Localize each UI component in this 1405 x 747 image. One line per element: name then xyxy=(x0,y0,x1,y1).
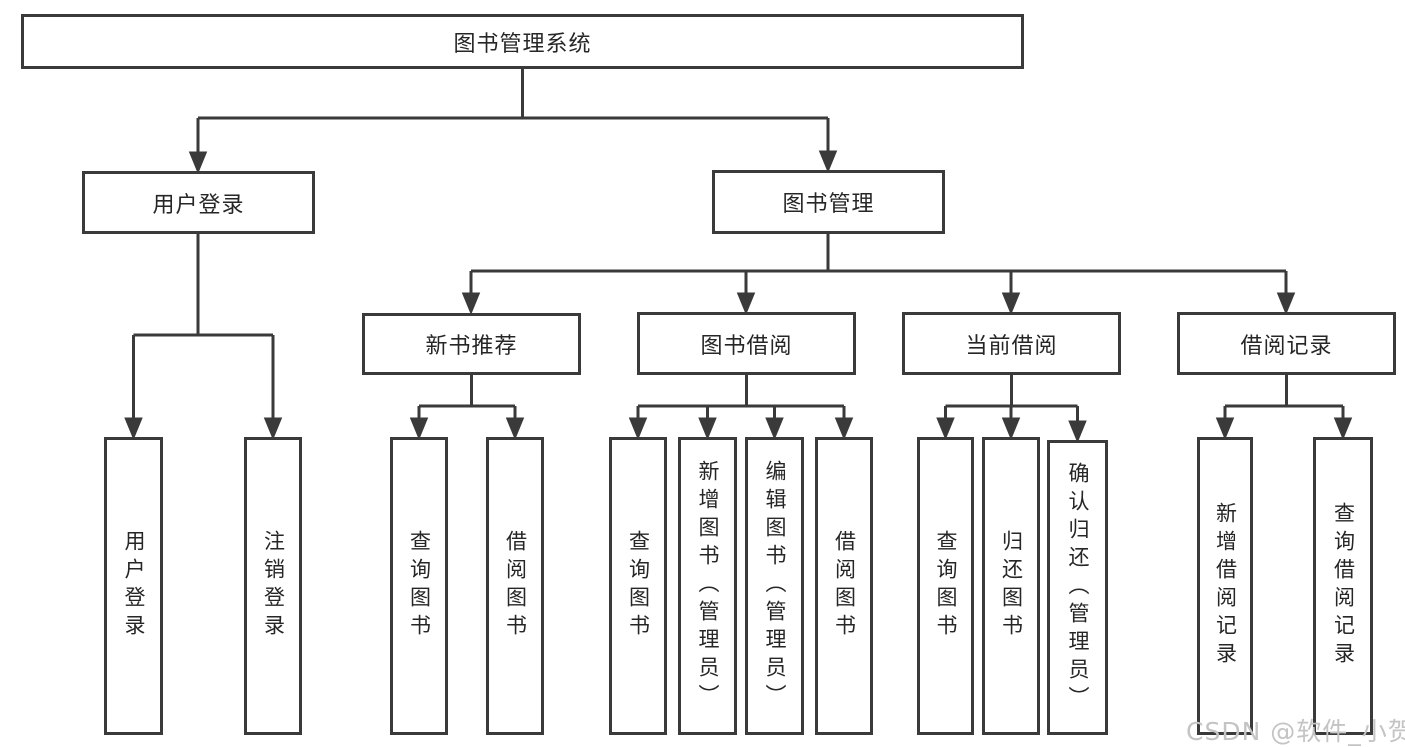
node-leaf-query-book-3: 查询图书 xyxy=(917,437,974,735)
arrowhead xyxy=(765,417,784,440)
node-leaf-borrow-book-1: 借阅图书 xyxy=(486,437,544,735)
node-label: 编辑图书（管理员） xyxy=(763,460,788,712)
node-library-management-system: 图书管理系统 xyxy=(21,14,1024,69)
node-user-login: 用户登录 xyxy=(82,171,315,234)
node-leaf-query-book-1: 查询图书 xyxy=(390,437,448,735)
connector-new-book xyxy=(417,375,517,422)
node-leaf-user-login: 用户登录 xyxy=(104,437,163,735)
node-leaf-add-borrow-record: 新增借阅记录 xyxy=(1197,437,1253,735)
arrowhead xyxy=(1001,417,1021,440)
node-leaf-query-borrow-record: 查询借阅记录 xyxy=(1313,437,1373,735)
arrowhead xyxy=(1215,417,1235,440)
arrowhead xyxy=(1276,292,1296,315)
arrowhead xyxy=(936,417,955,440)
node-label: 新书推荐 xyxy=(425,334,518,359)
arrowhead xyxy=(124,417,143,440)
arrowhead xyxy=(188,151,208,174)
arrowhead xyxy=(263,417,283,440)
node-label: 当前借阅 xyxy=(965,333,1058,359)
arrowhead xyxy=(628,417,648,440)
node-label: 确认归还（管理员） xyxy=(1066,461,1091,714)
arrowhead xyxy=(736,292,756,315)
node-leaf-add-book-admin: 新增图书（管理员） xyxy=(678,437,737,735)
node-label: 用户登录 xyxy=(152,192,245,218)
node-leaf-borrow-book-2: 借阅图书 xyxy=(815,437,873,735)
node-label: 图书借阅 xyxy=(700,333,793,359)
node-label: 新增借阅记录 xyxy=(1213,502,1238,670)
node-label: 借阅图书 xyxy=(503,530,528,642)
arrowhead xyxy=(698,417,717,440)
node-leaf-return-book: 归还图书 xyxy=(982,437,1040,735)
node-label: 借阅图书 xyxy=(832,530,857,642)
node-label: 新增图书（管理员） xyxy=(696,460,721,712)
arrowhead xyxy=(1001,292,1021,315)
arrowhead xyxy=(1333,417,1353,440)
node-book-management: 图书管理 xyxy=(712,170,945,234)
node-label: 注销登录 xyxy=(261,530,286,642)
node-label: 归还图书 xyxy=(999,530,1024,642)
node-leaf-edit-book-admin: 编辑图书（管理员） xyxy=(745,437,804,735)
node-current-borrow: 当前借阅 xyxy=(902,312,1121,375)
node-label: 借阅记录 xyxy=(1240,333,1333,359)
node-label: 查询图书 xyxy=(626,530,651,642)
csdn-watermark: CSDN @软件_小贺同学 xyxy=(1186,717,1405,746)
node-label: 查询图书 xyxy=(934,530,959,642)
arrowhead xyxy=(409,417,429,440)
connector-user-login xyxy=(132,234,275,422)
connector-book-management xyxy=(469,234,1288,297)
connector-book-borrow xyxy=(636,375,846,422)
node-leaf-logout: 注销登录 xyxy=(244,437,302,735)
node-new-book-recommend: 新书推荐 xyxy=(362,313,581,375)
arrowhead xyxy=(1068,420,1087,443)
connector-current-borrow xyxy=(944,375,1079,425)
node-label: 查询图书 xyxy=(407,530,432,642)
node-label: 用户登录 xyxy=(122,530,147,642)
arrowhead xyxy=(461,292,481,315)
node-label: 图书管理 xyxy=(782,192,875,217)
node-label: 查询借阅记录 xyxy=(1331,502,1356,670)
arrowhead xyxy=(818,150,838,173)
connector-borrow-record xyxy=(1223,375,1345,422)
node-leaf-query-book-2: 查询图书 xyxy=(609,437,667,735)
node-book-borrow: 图书借阅 xyxy=(637,312,856,375)
connector-root xyxy=(196,69,830,156)
node-label: 图书管理系统 xyxy=(453,31,592,57)
node-borrow-record: 借阅记录 xyxy=(1177,312,1396,375)
node-leaf-confirm-return-admin: 确认归还（管理员） xyxy=(1047,440,1108,735)
arrowhead xyxy=(834,417,854,440)
arrowhead xyxy=(505,417,525,440)
